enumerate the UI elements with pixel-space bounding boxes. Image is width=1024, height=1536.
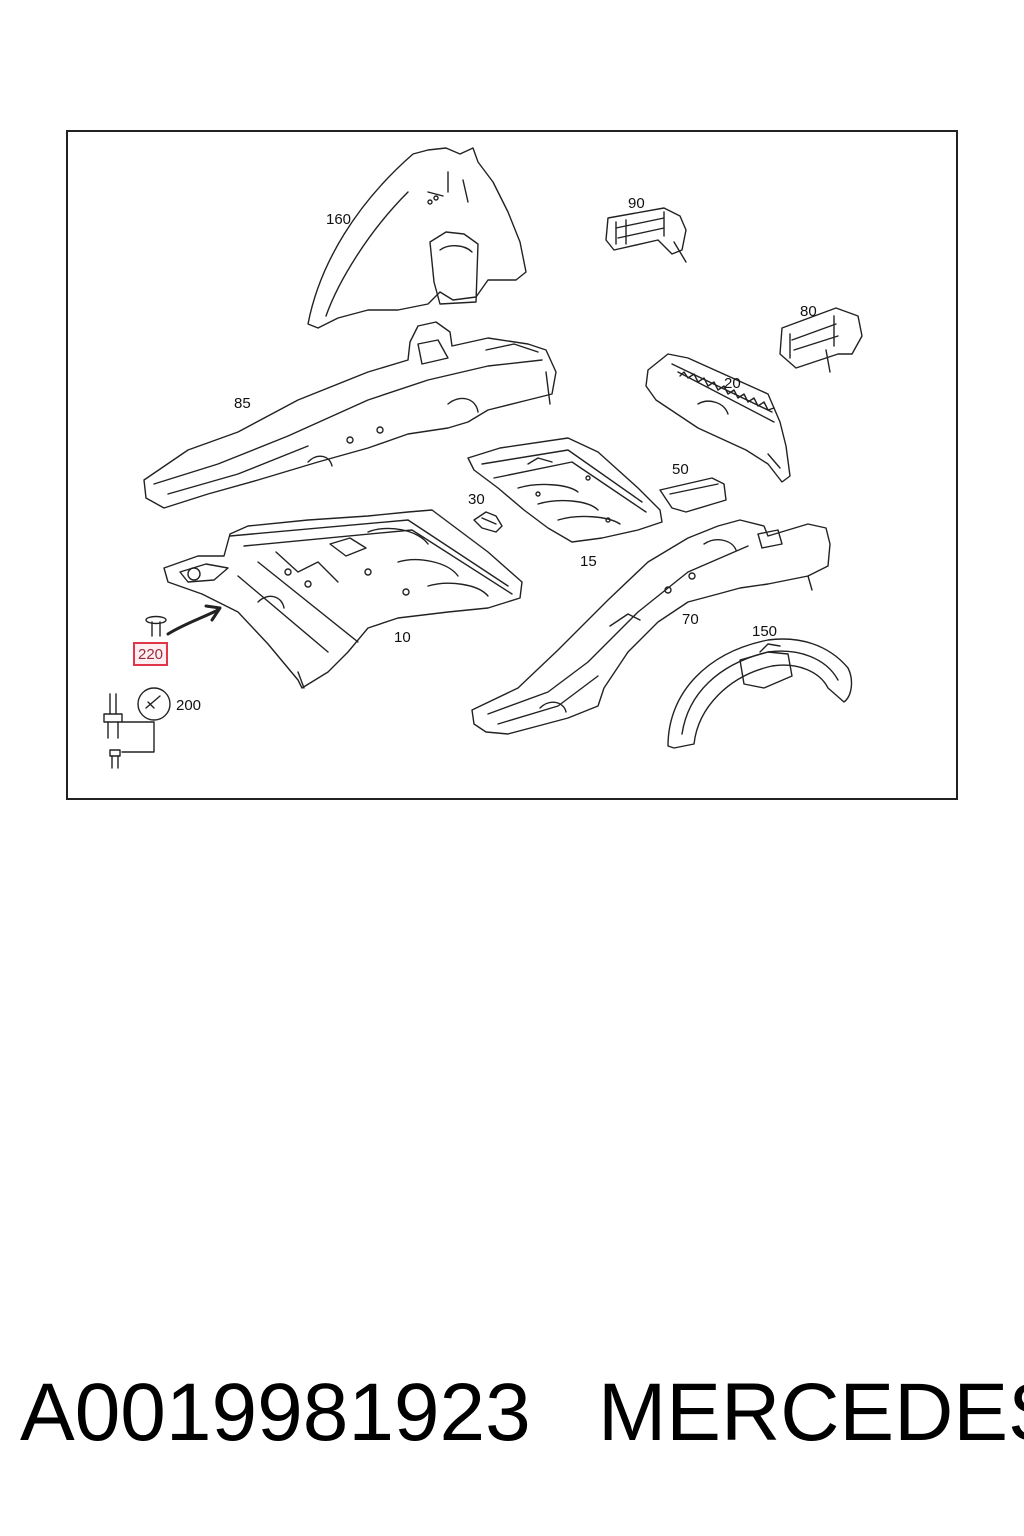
part-85-rear-rail — [143, 321, 557, 509]
callout-220-highlighted: 220 — [133, 642, 169, 666]
part-220-grommet — [145, 615, 167, 637]
brand-name: MERCEDES — [598, 1367, 1024, 1458]
part-200-bolts — [103, 687, 171, 769]
callout-15: 15 — [580, 553, 597, 570]
callout-85: 85 — [234, 395, 251, 412]
part-20-cross-member — [645, 353, 791, 483]
part-15-rear-floor — [467, 437, 663, 543]
part-70-rear-rail — [471, 519, 831, 735]
callout-80: 80 — [800, 303, 817, 320]
part-50-plate — [659, 477, 727, 513]
part-30-clip — [473, 511, 503, 533]
callout-30: 30 — [468, 491, 485, 508]
parts-diagram-frame: 160 90 80 85 20 50 30 15 10 70 150 220 2… — [66, 130, 958, 800]
part-150-wheel-arch-liner — [667, 638, 853, 749]
part-80-bracket — [779, 307, 863, 373]
arrow-220-to-floor — [166, 604, 222, 636]
parts-diagram — [103, 147, 863, 769]
part-160-wheelhouse-panel — [307, 147, 527, 329]
callout-70: 70 — [682, 611, 699, 628]
part-number: A0019981923 — [20, 1367, 531, 1458]
part-90-bracket — [605, 207, 687, 263]
callout-10: 10 — [394, 629, 411, 646]
part-10-main-floor — [163, 509, 523, 689]
callout-150: 150 — [752, 623, 778, 640]
callout-200: 200 — [176, 697, 202, 714]
callout-90: 90 — [628, 195, 645, 212]
callout-50: 50 — [672, 461, 689, 478]
callout-20: 20 — [724, 375, 741, 392]
callout-160: 160 — [326, 211, 352, 228]
